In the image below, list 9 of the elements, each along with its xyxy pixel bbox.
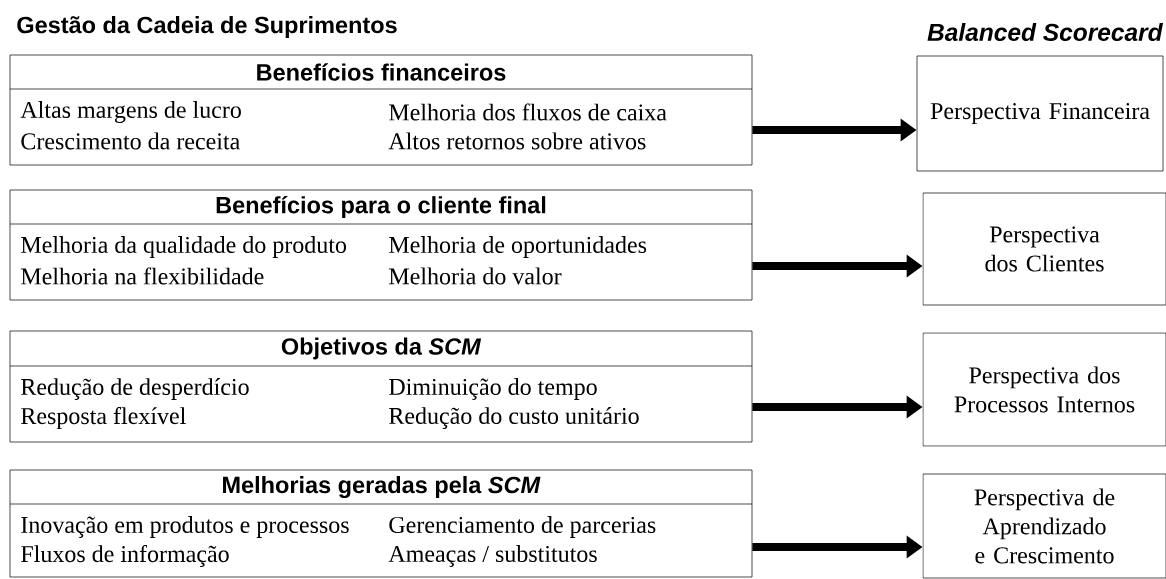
heading: Gestão da Cadeia de Suprimentos	[17, 16, 397, 38]
perspective-box: Perspectiva dos Processos Internos	[922, 332, 1166, 447]
section-box: Melhorias geradas pela SCM Inovação em produtos e processos Fluxos de informação Gerenciamento de parcerias Ameaças / substitutos	[9, 469, 753, 578]
perspective-box: Perspectiva de Aprendizado e Crescimento	[922, 473, 1166, 579]
perspective-box: Perspectiva dos Clientes	[922, 192, 1166, 306]
section-box: Objetivos da SCM Redução de desperdício Resposta flexível Diminuição do tempo Redução do custo unitário	[9, 330, 753, 443]
section-box: Benefícios para o cliente final Melhoria da qualidade do produto Melhoria na flexibilidade Melhoria de oportunidades Melhoria do valor	[9, 189, 753, 301]
section-box: Benefícios financeiros Altas margens de lucro Crescimento da receita Melhoria dos fluxos de caixa Altos retornos sobre ativos	[9, 54, 753, 166]
perspective-box: Perspectiva Financeira	[916, 55, 1164, 172]
